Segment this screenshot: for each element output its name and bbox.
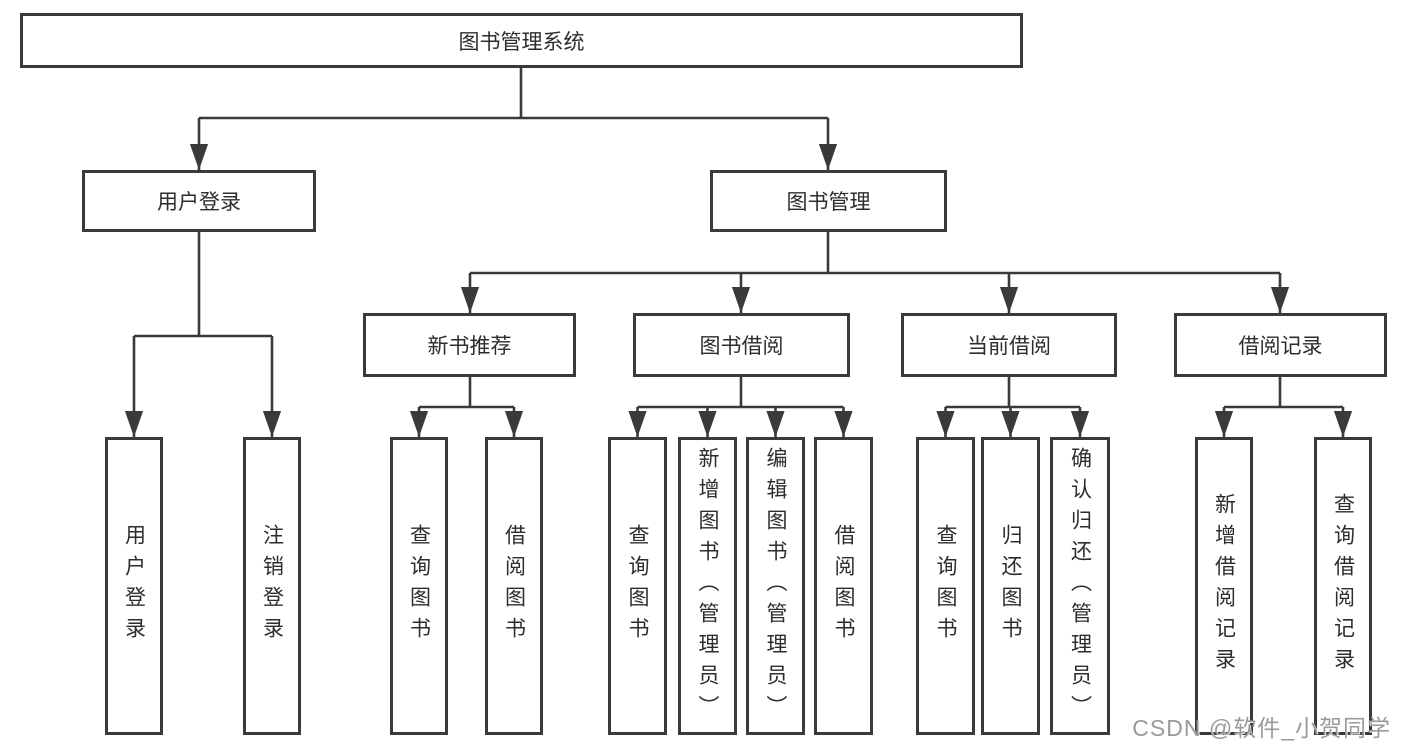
connector-current-borrow-branch (936, 377, 1090, 437)
node-leaf-confirm-return-admin-label: 确认归还（管理员） (1068, 446, 1092, 726)
node-leaf-borrow-books-2: 借阅图书 (814, 437, 873, 735)
node-leaf-return-books: 归还图书 (981, 437, 1040, 735)
node-leaf-logout-label: 注销登录 (260, 524, 284, 648)
node-leaf-query-books-3: 查询图书 (916, 437, 975, 735)
connector-borrow-records-branch (1214, 377, 1353, 437)
node-leaf-query-books-1: 查询图书 (390, 437, 448, 735)
connector-root-to-level2 (189, 68, 838, 170)
node-leaf-borrow-books-2-label: 借阅图书 (832, 524, 855, 648)
node-new-book-recommend: 新书推荐 (363, 313, 576, 377)
connector-book-management-branch (460, 232, 1290, 313)
node-borrow-records-label: 借阅记录 (1238, 335, 1323, 358)
node-leaf-logout: 注销登录 (243, 437, 301, 735)
node-leaf-query-borrow-record-label: 查询借阅记录 (1331, 493, 1355, 679)
node-root-label: 图书管理系统 (458, 30, 585, 54)
node-leaf-query-books-3-label: 查询图书 (934, 524, 957, 648)
node-current-borrow-label: 当前借阅 (967, 335, 1051, 358)
csdn-watermark: CSDN @软件_小贺同学 (1132, 715, 1391, 741)
node-leaf-confirm-return-admin: 确认归还（管理员） (1050, 437, 1110, 735)
node-leaf-add-books-admin-label: 新增图书（管理员） (696, 446, 719, 726)
node-leaf-edit-books-admin-label: 编辑图书（管理员） (764, 446, 787, 726)
node-leaf-query-books-2: 查询图书 (608, 437, 667, 735)
node-leaf-add-borrow-record: 新增借阅记录 (1195, 437, 1253, 735)
connector-new-book-recommend-branch (409, 377, 524, 437)
connector-book-borrow-branch (628, 377, 853, 437)
node-current-borrow: 当前借阅 (901, 313, 1117, 377)
node-leaf-add-books-admin: 新增图书（管理员） (678, 437, 737, 735)
node-leaf-user-login: 用户登录 (105, 437, 163, 735)
node-leaf-query-books-2-label: 查询图书 (626, 524, 649, 648)
node-book-borrow-label: 图书借阅 (699, 335, 784, 358)
node-borrow-records: 借阅记录 (1174, 313, 1387, 377)
node-book-management-label: 图书管理 (786, 191, 871, 214)
node-new-book-recommend-label: 新书推荐 (427, 335, 512, 358)
node-leaf-user-login-label: 用户登录 (122, 524, 146, 648)
node-leaf-query-borrow-record: 查询借阅记录 (1314, 437, 1372, 735)
node-leaf-borrow-books-1: 借阅图书 (485, 437, 543, 735)
node-leaf-edit-books-admin: 编辑图书（管理员） (746, 437, 805, 735)
node-root: 图书管理系统 (20, 13, 1023, 68)
node-leaf-borrow-books-1-label: 借阅图书 (502, 524, 526, 648)
node-leaf-query-books-1-label: 查询图书 (407, 524, 431, 648)
node-user-login-label: 用户登录 (157, 191, 241, 214)
node-book-management: 图书管理 (710, 170, 947, 232)
node-leaf-return-books-label: 归还图书 (999, 524, 1022, 648)
node-user-login: 用户登录 (82, 170, 316, 232)
node-leaf-add-borrow-record-label: 新增借阅记录 (1212, 493, 1236, 679)
node-book-borrow: 图书借阅 (633, 313, 850, 377)
connector-user-login-branch (124, 232, 282, 437)
